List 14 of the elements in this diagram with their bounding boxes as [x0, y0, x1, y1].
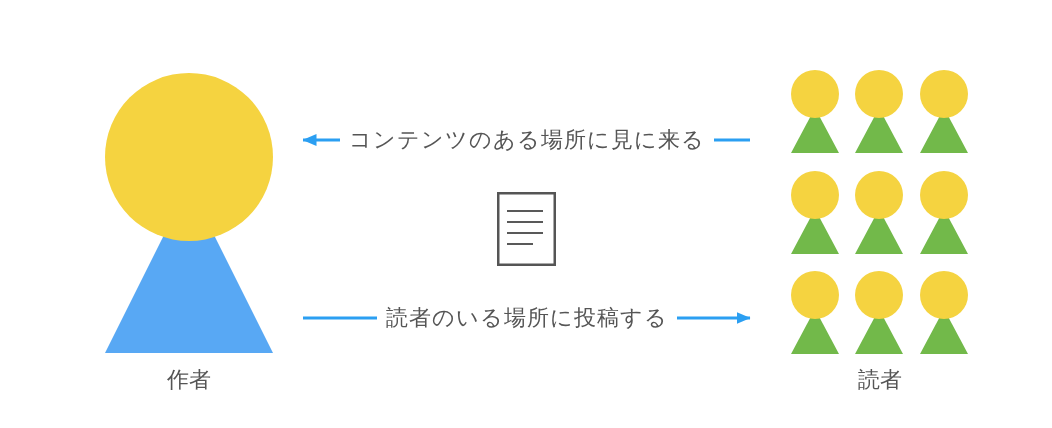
document-icon [497, 192, 556, 266]
person-figure [855, 271, 903, 355]
person-figure [920, 70, 968, 154]
person-figure [920, 171, 968, 255]
person-label: 作者 [167, 367, 211, 393]
person-figure [855, 70, 903, 154]
edge-label: コンテンツのある場所に見に来る [339, 127, 714, 153]
person-figure [791, 70, 839, 154]
edge-label: 読者のいる場所に投稿する [376, 305, 677, 331]
person-figure [920, 271, 968, 355]
person-figure [791, 171, 839, 255]
person-figure [791, 271, 839, 355]
group-label: 読者 [858, 367, 902, 393]
person-figure [855, 171, 903, 255]
